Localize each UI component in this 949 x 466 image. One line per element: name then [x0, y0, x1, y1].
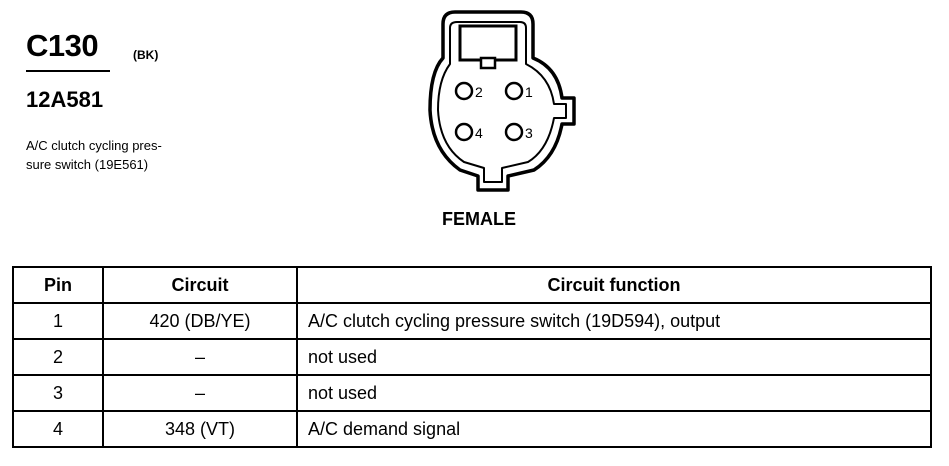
cavity-3-label: 3	[525, 125, 533, 141]
function-cell: A/C demand signal	[296, 410, 932, 448]
pin-cell: 2	[12, 338, 104, 376]
header-circuit-function: Circuit function	[296, 266, 932, 304]
cavity-4-circle	[454, 122, 474, 142]
table-row: 4 348 (VT) A/C demand signal	[12, 410, 932, 448]
table-row: 1 420 (DB/YE) A/C clutch cycling pressur…	[12, 302, 932, 340]
table-row: 3 – not used	[12, 374, 932, 412]
connector-housing-outline	[428, 10, 576, 192]
cavity-2-circle	[454, 81, 474, 101]
connector-color-code: (BK)	[133, 48, 159, 62]
cavity-2-label: 2	[475, 84, 483, 100]
header-circuit: Circuit	[102, 266, 298, 304]
table-header-row: Pin Circuit Circuit function	[12, 266, 932, 304]
description-line-2: sure switch (19E561)	[26, 157, 149, 172]
connector-id-underline	[26, 70, 110, 72]
cavity-4-label: 4	[475, 125, 483, 141]
part-number: 12A581	[26, 87, 104, 112]
circuit-cell: –	[102, 338, 298, 376]
connector-description: A/C clutch cycling pres- sure switch (19…	[26, 136, 226, 174]
pinout-table: Pin Circuit Circuit function 1 420 (DB/Y…	[12, 266, 932, 448]
cavity-1-label: 1	[525, 84, 533, 100]
table-row: 2 – not used	[12, 338, 932, 376]
function-cell: A/C clutch cycling pressure switch (19D5…	[296, 302, 932, 340]
header-pin: Pin	[12, 266, 104, 304]
pin-cell: 4	[12, 410, 104, 448]
circuit-cell: 420 (DB/YE)	[102, 302, 298, 340]
pin-cell: 1	[12, 302, 104, 340]
description-line-1: A/C clutch cycling pres-	[26, 138, 162, 153]
gender-label: FEMALE	[442, 209, 516, 229]
cavity-3-circle	[504, 122, 524, 142]
function-cell: not used	[296, 374, 932, 412]
circuit-cell: 348 (VT)	[102, 410, 298, 448]
latch-window	[458, 24, 518, 62]
cavity-1-circle	[504, 81, 524, 101]
connector-id: C130	[26, 28, 99, 63]
pin-cell: 3	[12, 374, 104, 412]
latch-tab	[479, 56, 497, 70]
circuit-cell: –	[102, 374, 298, 412]
connector-face-diagram: 2 1 4 3	[428, 10, 576, 192]
function-cell: not used	[296, 338, 932, 376]
connector-face-inner-outline	[437, 21, 567, 183]
